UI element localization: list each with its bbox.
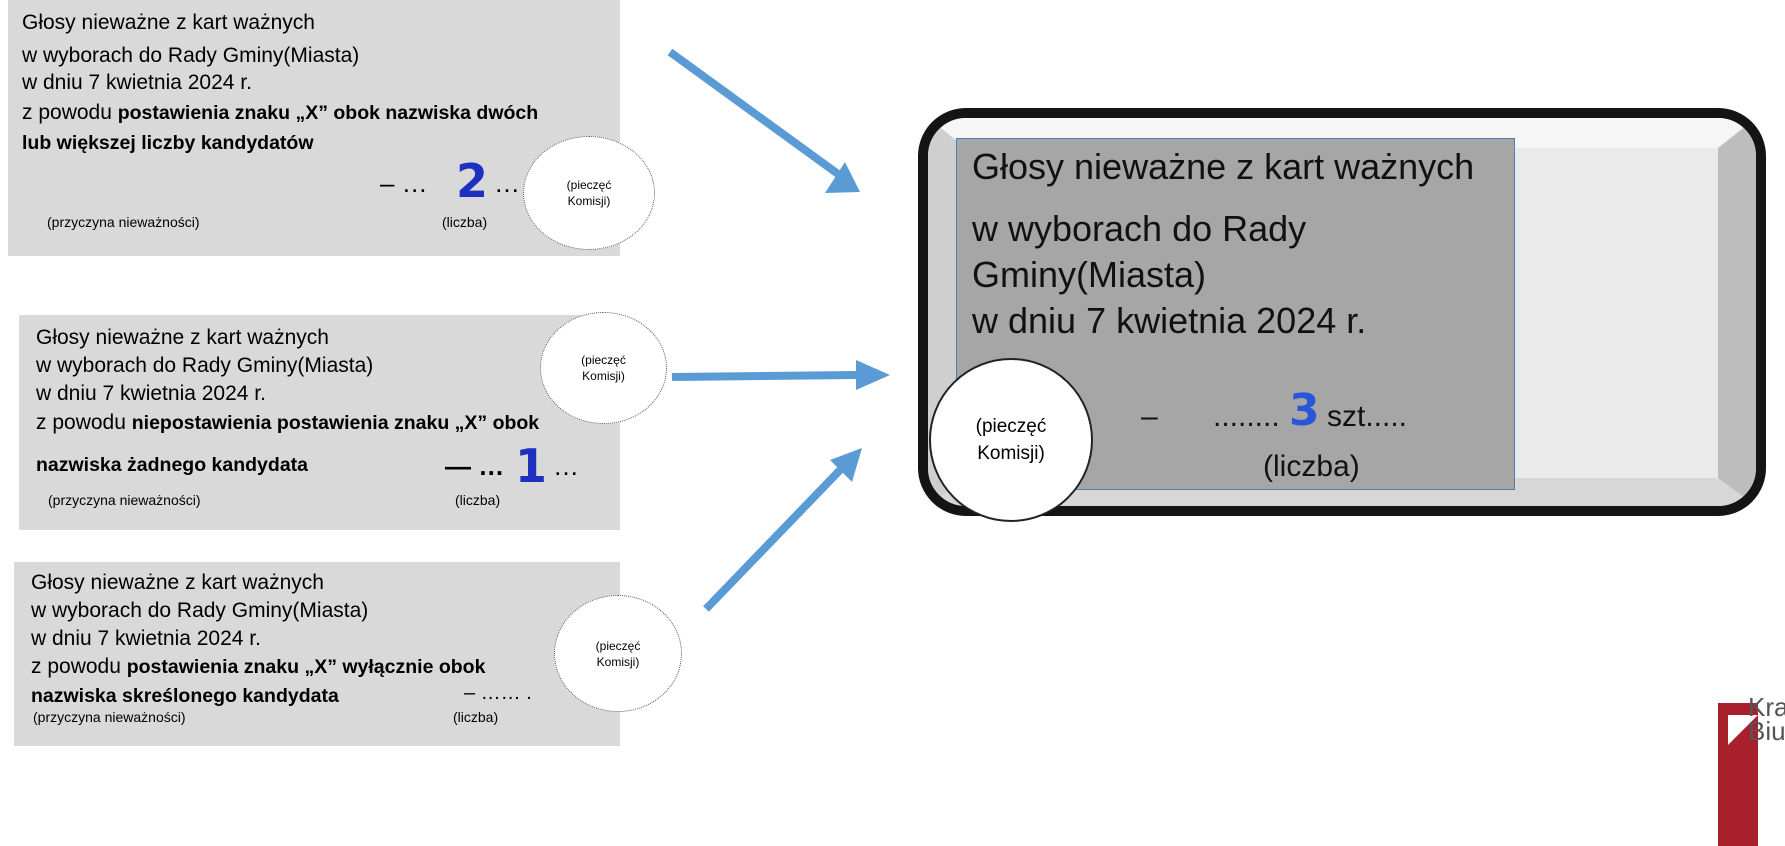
reason-label: (przyczyna nieważności) bbox=[47, 214, 200, 230]
count-number: 2 bbox=[456, 154, 489, 208]
count-dots-right: … bbox=[553, 451, 579, 481]
arrow-2 bbox=[671, 360, 890, 390]
invalid-votes-card-3: Głosy nieważne z kart ważnych w wyborach… bbox=[14, 562, 620, 746]
stamp-line-2: Komisji) bbox=[596, 654, 640, 669]
card-line-4: z powodu postawienia znaku „X” obok nazw… bbox=[22, 100, 538, 126]
card-line-1: Głosy nieważne z kart ważnych bbox=[22, 11, 315, 34]
summary-dash: – bbox=[1141, 400, 1158, 433]
card-line-4: z powodu postawienia znaku „X” wyłącznie… bbox=[31, 654, 485, 680]
logo-text-line-2: Biuro bbox=[1748, 716, 1785, 746]
reason-prefix: z powodu bbox=[22, 101, 118, 124]
arrow-3 bbox=[703, 448, 862, 612]
count-number: 1 bbox=[515, 439, 548, 493]
logo-text-line-1: Krajo bbox=[1748, 695, 1785, 722]
summary-line-2: w wyborach do Rady bbox=[972, 208, 1307, 249]
count-dash-dots: — … bbox=[445, 451, 505, 481]
summary-line-1: Głosy nieważne z kart ważnych bbox=[972, 146, 1475, 187]
summary-line-3: Gminy(Miasta) bbox=[972, 254, 1207, 295]
reason-label: (przyczyna nieważności) bbox=[33, 709, 186, 725]
card-line-2: w wyborach do Rady Gminy(Miasta) bbox=[36, 354, 374, 377]
card-line-4: z powodu niepostawienia postawienia znak… bbox=[36, 410, 539, 436]
arrow-1 bbox=[667, 48, 860, 193]
stamp-line-1: (pieczęć bbox=[975, 416, 1047, 437]
card-line-5: nazwiska skreślonego kandydata bbox=[31, 685, 339, 707]
card-line-3: w dniu 7 kwietnia 2024 r. bbox=[36, 382, 266, 405]
invalid-votes-card-1: Głosy nieważne z kart ważnych w wyborach… bbox=[8, 0, 620, 256]
stamp-line-2: Komisji) bbox=[977, 443, 1045, 464]
summary-line-4: w dniu 7 kwietnia 2024 r. bbox=[972, 300, 1367, 341]
card-line-5: nazwiska żadnego kandydata bbox=[36, 454, 309, 476]
card-line-1: Głosy nieważne z kart ważnych bbox=[36, 326, 329, 349]
reason-bold: postawienia znaku „X” wyłącznie obok bbox=[126, 656, 486, 678]
reason-bold: postawienia znaku „X” obok nazwiska dwóc… bbox=[117, 102, 539, 124]
summary-unit: szt..... bbox=[1327, 400, 1408, 433]
stamp-line-1: (pieczęć bbox=[595, 638, 641, 653]
summary-dots: ........ bbox=[1213, 400, 1280, 433]
kbw-logo: Krajo Biuro bbox=[1718, 695, 1785, 846]
reason-bold: niepostawienia postawienia znaku „X” obo… bbox=[131, 412, 540, 434]
count-label: (liczba) bbox=[442, 214, 488, 230]
reason-label: (przyczyna nieważności) bbox=[48, 492, 201, 508]
card-line-3: w dniu 7 kwietnia 2024 r. bbox=[31, 627, 261, 650]
stamp-line-2: Komisji) bbox=[582, 369, 625, 383]
card-line-5: lub większej liczby kandydatów bbox=[22, 132, 314, 154]
stamp-line-1: (pieczęć bbox=[566, 178, 612, 192]
card-line-3: w dniu 7 kwietnia 2024 r. bbox=[22, 71, 252, 94]
count-dots-right: … bbox=[494, 168, 520, 198]
summary-count-label: (liczba) bbox=[1263, 450, 1360, 483]
stamp-line-2: Komisji) bbox=[567, 194, 611, 208]
invalid-votes-card-2: Głosy nieważne z kart ważnych w wyborach… bbox=[19, 315, 620, 530]
count-dash-dots: – … bbox=[380, 168, 428, 198]
card-line-2: w wyborach do Rady Gminy(Miasta) bbox=[22, 44, 360, 67]
reason-prefix: z powodu bbox=[31, 655, 127, 678]
logo-mark bbox=[1718, 703, 1758, 846]
card-line-1: Głosy nieważne z kart ważnych bbox=[31, 571, 324, 594]
count-label: (liczba) bbox=[455, 492, 501, 508]
count-label: (liczba) bbox=[453, 709, 499, 725]
count-dash-dots: – …… . bbox=[464, 682, 532, 704]
reason-prefix: z powodu bbox=[36, 411, 132, 434]
summary-number: 3 bbox=[1289, 385, 1320, 436]
logo-text: Krajo Biuro bbox=[1748, 695, 1785, 746]
card-line-2: w wyborach do Rady Gminy(Miasta) bbox=[31, 599, 369, 622]
stamp-line-1: (pieczęć bbox=[581, 353, 626, 367]
